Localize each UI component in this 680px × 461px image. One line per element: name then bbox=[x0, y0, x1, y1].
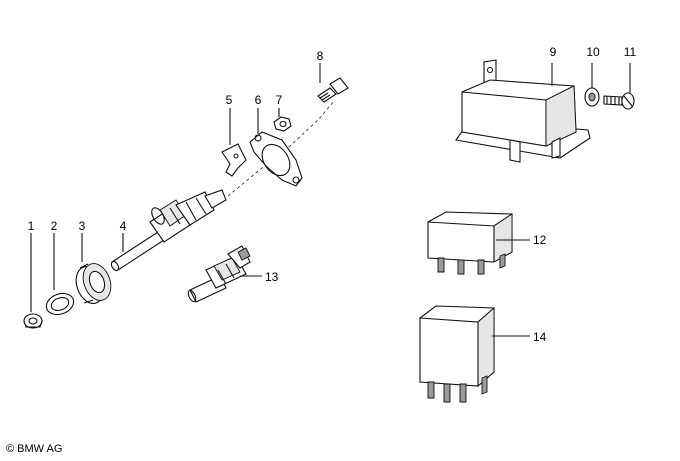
callout-12: 12 bbox=[533, 233, 547, 247]
part-14-relay bbox=[419, 305, 495, 403]
part-3-seal-ring bbox=[75, 263, 112, 304]
part-10-washer bbox=[584, 87, 600, 107]
part-5-bracket bbox=[221, 143, 247, 177]
part-1-nut bbox=[23, 313, 43, 329]
part-8-bolt bbox=[317, 77, 349, 103]
part-11-screw bbox=[603, 92, 635, 110]
part-6-gasket bbox=[249, 131, 303, 187]
callout-4: 4 bbox=[120, 219, 127, 233]
part-7-nut bbox=[273, 116, 292, 132]
callout-6: 6 bbox=[255, 93, 262, 107]
callout-11: 11 bbox=[624, 45, 637, 59]
callout-9: 9 bbox=[550, 45, 557, 59]
callout-3: 3 bbox=[79, 219, 86, 233]
part-2-washer bbox=[45, 292, 75, 316]
part-13-injector bbox=[187, 245, 251, 303]
copyright-notice: © BMW AG bbox=[6, 443, 63, 455]
part-12-relay bbox=[427, 211, 513, 275]
part-4-injector bbox=[110, 189, 227, 272]
callout-14: 14 bbox=[533, 330, 547, 344]
assembly-line bbox=[227, 99, 336, 197]
callout-10: 10 bbox=[586, 45, 600, 59]
callout-7: 7 bbox=[276, 93, 283, 107]
callout-13: 13 bbox=[265, 270, 279, 284]
callout-5: 5 bbox=[226, 93, 233, 107]
callout-2: 2 bbox=[51, 219, 58, 233]
callout-1: 1 bbox=[28, 219, 35, 233]
callout-8: 8 bbox=[317, 49, 324, 63]
part-9-relay bbox=[455, 59, 591, 163]
